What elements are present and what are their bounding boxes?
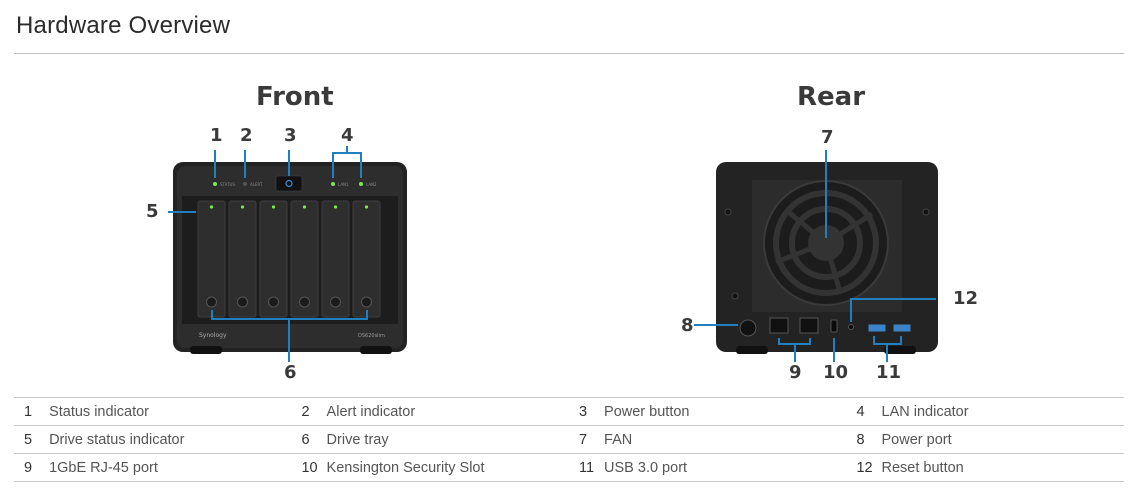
power-port-icon xyxy=(739,319,757,337)
callout-6: 6 xyxy=(284,362,297,383)
item-number: 7 xyxy=(568,425,605,454)
kensington-slot-icon xyxy=(830,319,838,333)
callout-9: 9 xyxy=(789,362,802,383)
item-description: Alert indicator xyxy=(326,397,569,426)
drive-trays xyxy=(197,200,381,318)
item-description: USB 3.0 port xyxy=(604,453,847,482)
brand-logo: Synology xyxy=(199,332,227,339)
item-number: 3 xyxy=(568,397,605,426)
item-description: FAN xyxy=(604,425,847,454)
front-view-label: Front xyxy=(256,82,334,112)
lan1-led-icon xyxy=(331,182,335,186)
callout-12: 12 xyxy=(953,288,979,309)
rear-callout-lines xyxy=(694,150,936,362)
callout-7: 7 xyxy=(821,127,834,148)
callout-2: 2 xyxy=(240,125,253,146)
item-number: 5 xyxy=(14,425,50,454)
component-legend-table: 1 Status indicator 2 Alert indicator 3 P… xyxy=(14,397,1124,482)
usb-port-1-icon xyxy=(867,323,887,333)
item-number: 2 xyxy=(291,397,327,426)
usb-port-2-icon xyxy=(892,323,912,333)
item-description: Status indicator xyxy=(49,397,292,426)
item-description: LAN indicator xyxy=(881,397,1124,426)
table-row: 5 Drive status indicator 6 Drive tray 7 … xyxy=(14,425,1124,454)
item-description: Reset button xyxy=(881,453,1124,482)
model-label: DS620slim xyxy=(358,333,385,339)
front-callout-lines xyxy=(168,146,368,362)
callout-10: 10 xyxy=(823,362,849,383)
rj45-port-2-icon xyxy=(799,317,819,334)
power-icon xyxy=(285,179,293,188)
hardware-diagram: STATUS ALERT LAN1 LAN2 xyxy=(168,146,938,362)
rear-view-label: Rear xyxy=(797,82,866,112)
callout-1: 1 xyxy=(210,125,223,146)
title-divider xyxy=(14,53,1124,54)
item-number: 11 xyxy=(568,453,605,482)
callout-8: 8 xyxy=(681,315,694,336)
callout-11: 11 xyxy=(876,362,902,383)
fan-icon xyxy=(763,180,889,306)
item-description: Power button xyxy=(604,397,847,426)
status-led-icon xyxy=(213,182,217,186)
item-number: 12 xyxy=(846,453,882,482)
item-number: 6 xyxy=(291,425,327,454)
led-label-lan1: LAN1 xyxy=(338,182,349,187)
led-label-lan2: LAN2 xyxy=(366,182,377,187)
table-row: 9 1GbE RJ-45 port 10 Kensington Security… xyxy=(14,453,1124,482)
callout-3: 3 xyxy=(284,125,297,146)
rj45-port-1-icon xyxy=(769,317,789,334)
item-description: Drive status indicator xyxy=(49,425,292,454)
led-label-alert: ALERT xyxy=(250,182,263,187)
item-number: 9 xyxy=(14,453,50,482)
item-number: 8 xyxy=(846,425,882,454)
table-row: 1 Status indicator 2 Alert indicator 3 P… xyxy=(14,397,1124,426)
front-device: STATUS ALERT LAN1 LAN2 xyxy=(173,162,407,354)
callout-4: 4 xyxy=(341,125,354,146)
item-description: 1GbE RJ-45 port xyxy=(49,453,292,482)
reset-button-icon xyxy=(848,324,854,330)
item-description: Power port xyxy=(881,425,1124,454)
page-title: Hardware Overview xyxy=(16,12,231,39)
callout-5: 5 xyxy=(146,201,159,222)
alert-led-icon xyxy=(243,182,247,186)
led-label-status: STATUS xyxy=(220,182,235,187)
lan2-led-icon xyxy=(359,182,363,186)
item-description: Drive tray xyxy=(326,425,569,454)
item-number: 4 xyxy=(846,397,882,426)
item-number: 10 xyxy=(291,453,327,482)
power-button[interactable] xyxy=(275,175,303,192)
item-number: 1 xyxy=(14,397,50,426)
item-description: Kensington Security Slot xyxy=(326,453,569,482)
